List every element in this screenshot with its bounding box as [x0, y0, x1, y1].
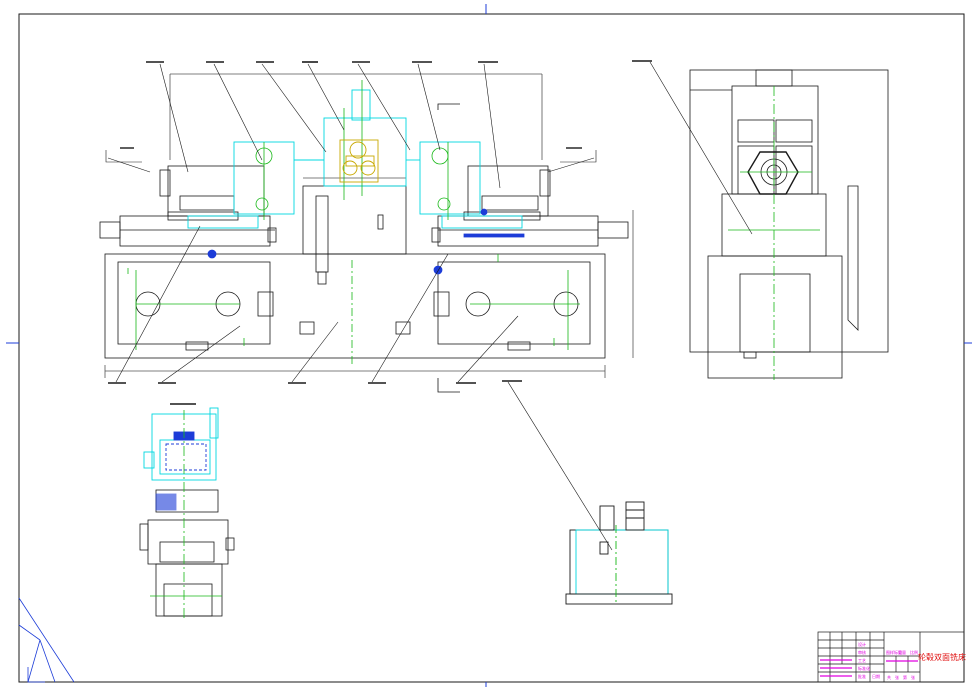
leader-lines-front	[115, 63, 519, 383]
label-design: 设计	[858, 641, 866, 647]
label-approve: 批准	[858, 673, 866, 679]
spindle-box	[323, 117, 407, 187]
section-view-green	[150, 410, 222, 620]
left-slide	[119, 215, 271, 247]
leader-side	[632, 60, 753, 235]
mark-scale: 比例	[910, 649, 918, 655]
label-date: 日期	[872, 673, 880, 679]
mark-drawing: 图样标记	[886, 649, 902, 655]
label-standard: 标准化	[858, 665, 870, 671]
label-process: 工艺	[858, 658, 866, 663]
label-review: 审核	[858, 649, 866, 655]
title-block-marks	[820, 659, 918, 677]
side-view-green	[728, 86, 820, 380]
title-field-labels: 设计 审核 工艺 标准化 批准 日期 图样标记 重量 比例 共 张 第 张	[858, 641, 918, 680]
orientation-mark	[18, 597, 75, 683]
left-power-head	[167, 165, 265, 217]
mark-weight: 重量	[898, 649, 906, 655]
front-view-blue	[207, 208, 525, 275]
front-view-green	[127, 80, 580, 365]
sheet-border	[18, 13, 965, 683]
leader-tags-front	[108, 61, 498, 384]
sheet-number-unit: 张	[911, 674, 915, 680]
leader-hydraulic	[502, 380, 613, 551]
sheet-total: 共	[887, 674, 891, 680]
front-view	[99, 73, 634, 393]
sheet-total-unit: 张	[895, 674, 899, 680]
gearbox	[339, 139, 379, 183]
drawing-title: 轮毂双面铣床	[918, 652, 966, 662]
oil-tank	[569, 529, 669, 595]
section-view	[139, 403, 235, 617]
front-view-cyan	[187, 89, 523, 229]
section-view-blue	[155, 431, 207, 511]
hydraulic-station	[565, 501, 673, 605]
center-marks	[6, 4, 972, 687]
side-view	[689, 69, 889, 379]
title-block	[817, 631, 965, 683]
dimension-stubs	[105, 147, 597, 173]
sheet-number: 第	[903, 674, 907, 680]
